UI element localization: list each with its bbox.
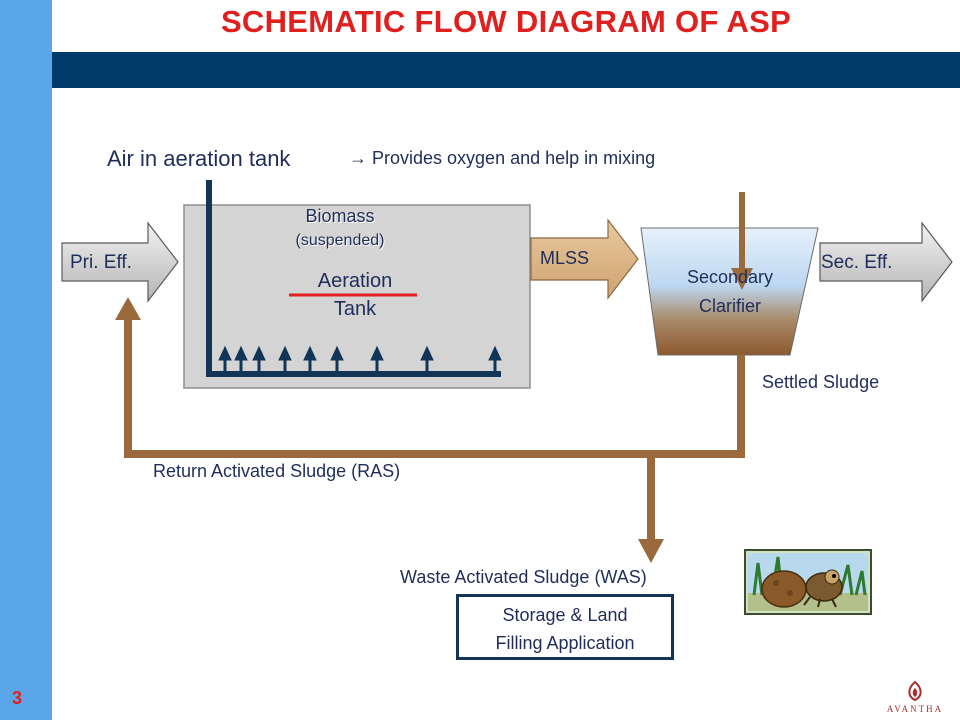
tank-label: Tank [333, 298, 377, 320]
air-label: Air in aeration tank [107, 146, 291, 171]
header-band [52, 52, 960, 88]
air-diffuser-arrows [218, 345, 502, 374]
oxygen-note: → Provides oxygen and help in mixing [349, 148, 656, 168]
secondary-effluent-label: Sec. Eff. [821, 252, 893, 273]
storage-label-line2: Filling Application [495, 633, 635, 653]
mlss-label: MLSS [540, 248, 590, 268]
diffuser-arrow [234, 345, 248, 374]
was-label: Waste Activated Sludge (WAS) [400, 567, 647, 587]
dung-beetle-clipart [744, 549, 872, 615]
diffuser-arrow [252, 345, 266, 374]
ras-pipe [124, 318, 745, 458]
diffuser-arrow [278, 345, 292, 374]
diffuser-arrow [370, 345, 384, 374]
storage-box: Storage & Land Filling Application [456, 594, 674, 660]
settled-sludge-arrow [731, 192, 753, 290]
clarifier-label-line1: Secondary [686, 267, 774, 287]
diffuser-arrow [303, 345, 317, 374]
secondary-clarifier [640, 227, 819, 356]
air-pipe [206, 180, 501, 377]
diffuser-arrow [488, 345, 502, 374]
logo-mark-icon [908, 680, 922, 702]
aeration-label: Aeration [317, 270, 393, 292]
storage-label-line1: Storage & Land [502, 605, 628, 625]
avantha-logo: AVANTHA [880, 678, 950, 718]
suspended-label: (suspended) [295, 232, 385, 249]
ras-label: Return Activated Sludge (RAS) [153, 461, 401, 481]
settled-sludge-label: Settled Sludge [762, 372, 880, 392]
diffuser-arrow [218, 345, 232, 374]
was-arrowhead [638, 539, 664, 563]
diffuser-arrow [330, 345, 344, 374]
biomass-label: Biomass [305, 206, 375, 226]
diffuser-arrow [420, 345, 434, 374]
logo-text: AVANTHA [886, 704, 944, 714]
page-number: 3 [12, 688, 23, 708]
clarifier-label-line2: Clarifier [698, 296, 761, 316]
primary-effluent-label: Pri. Eff. [70, 252, 132, 273]
mlss-arrow [530, 218, 639, 300]
secondary-effluent-arrow [819, 221, 953, 303]
left-accent-bar [0, 0, 52, 720]
primary-effluent-arrow [61, 221, 179, 303]
slide-title: SCHEMATIC FLOW DIAGRAM OF ASP [220, 4, 792, 39]
ras-arrowhead [115, 297, 141, 320]
